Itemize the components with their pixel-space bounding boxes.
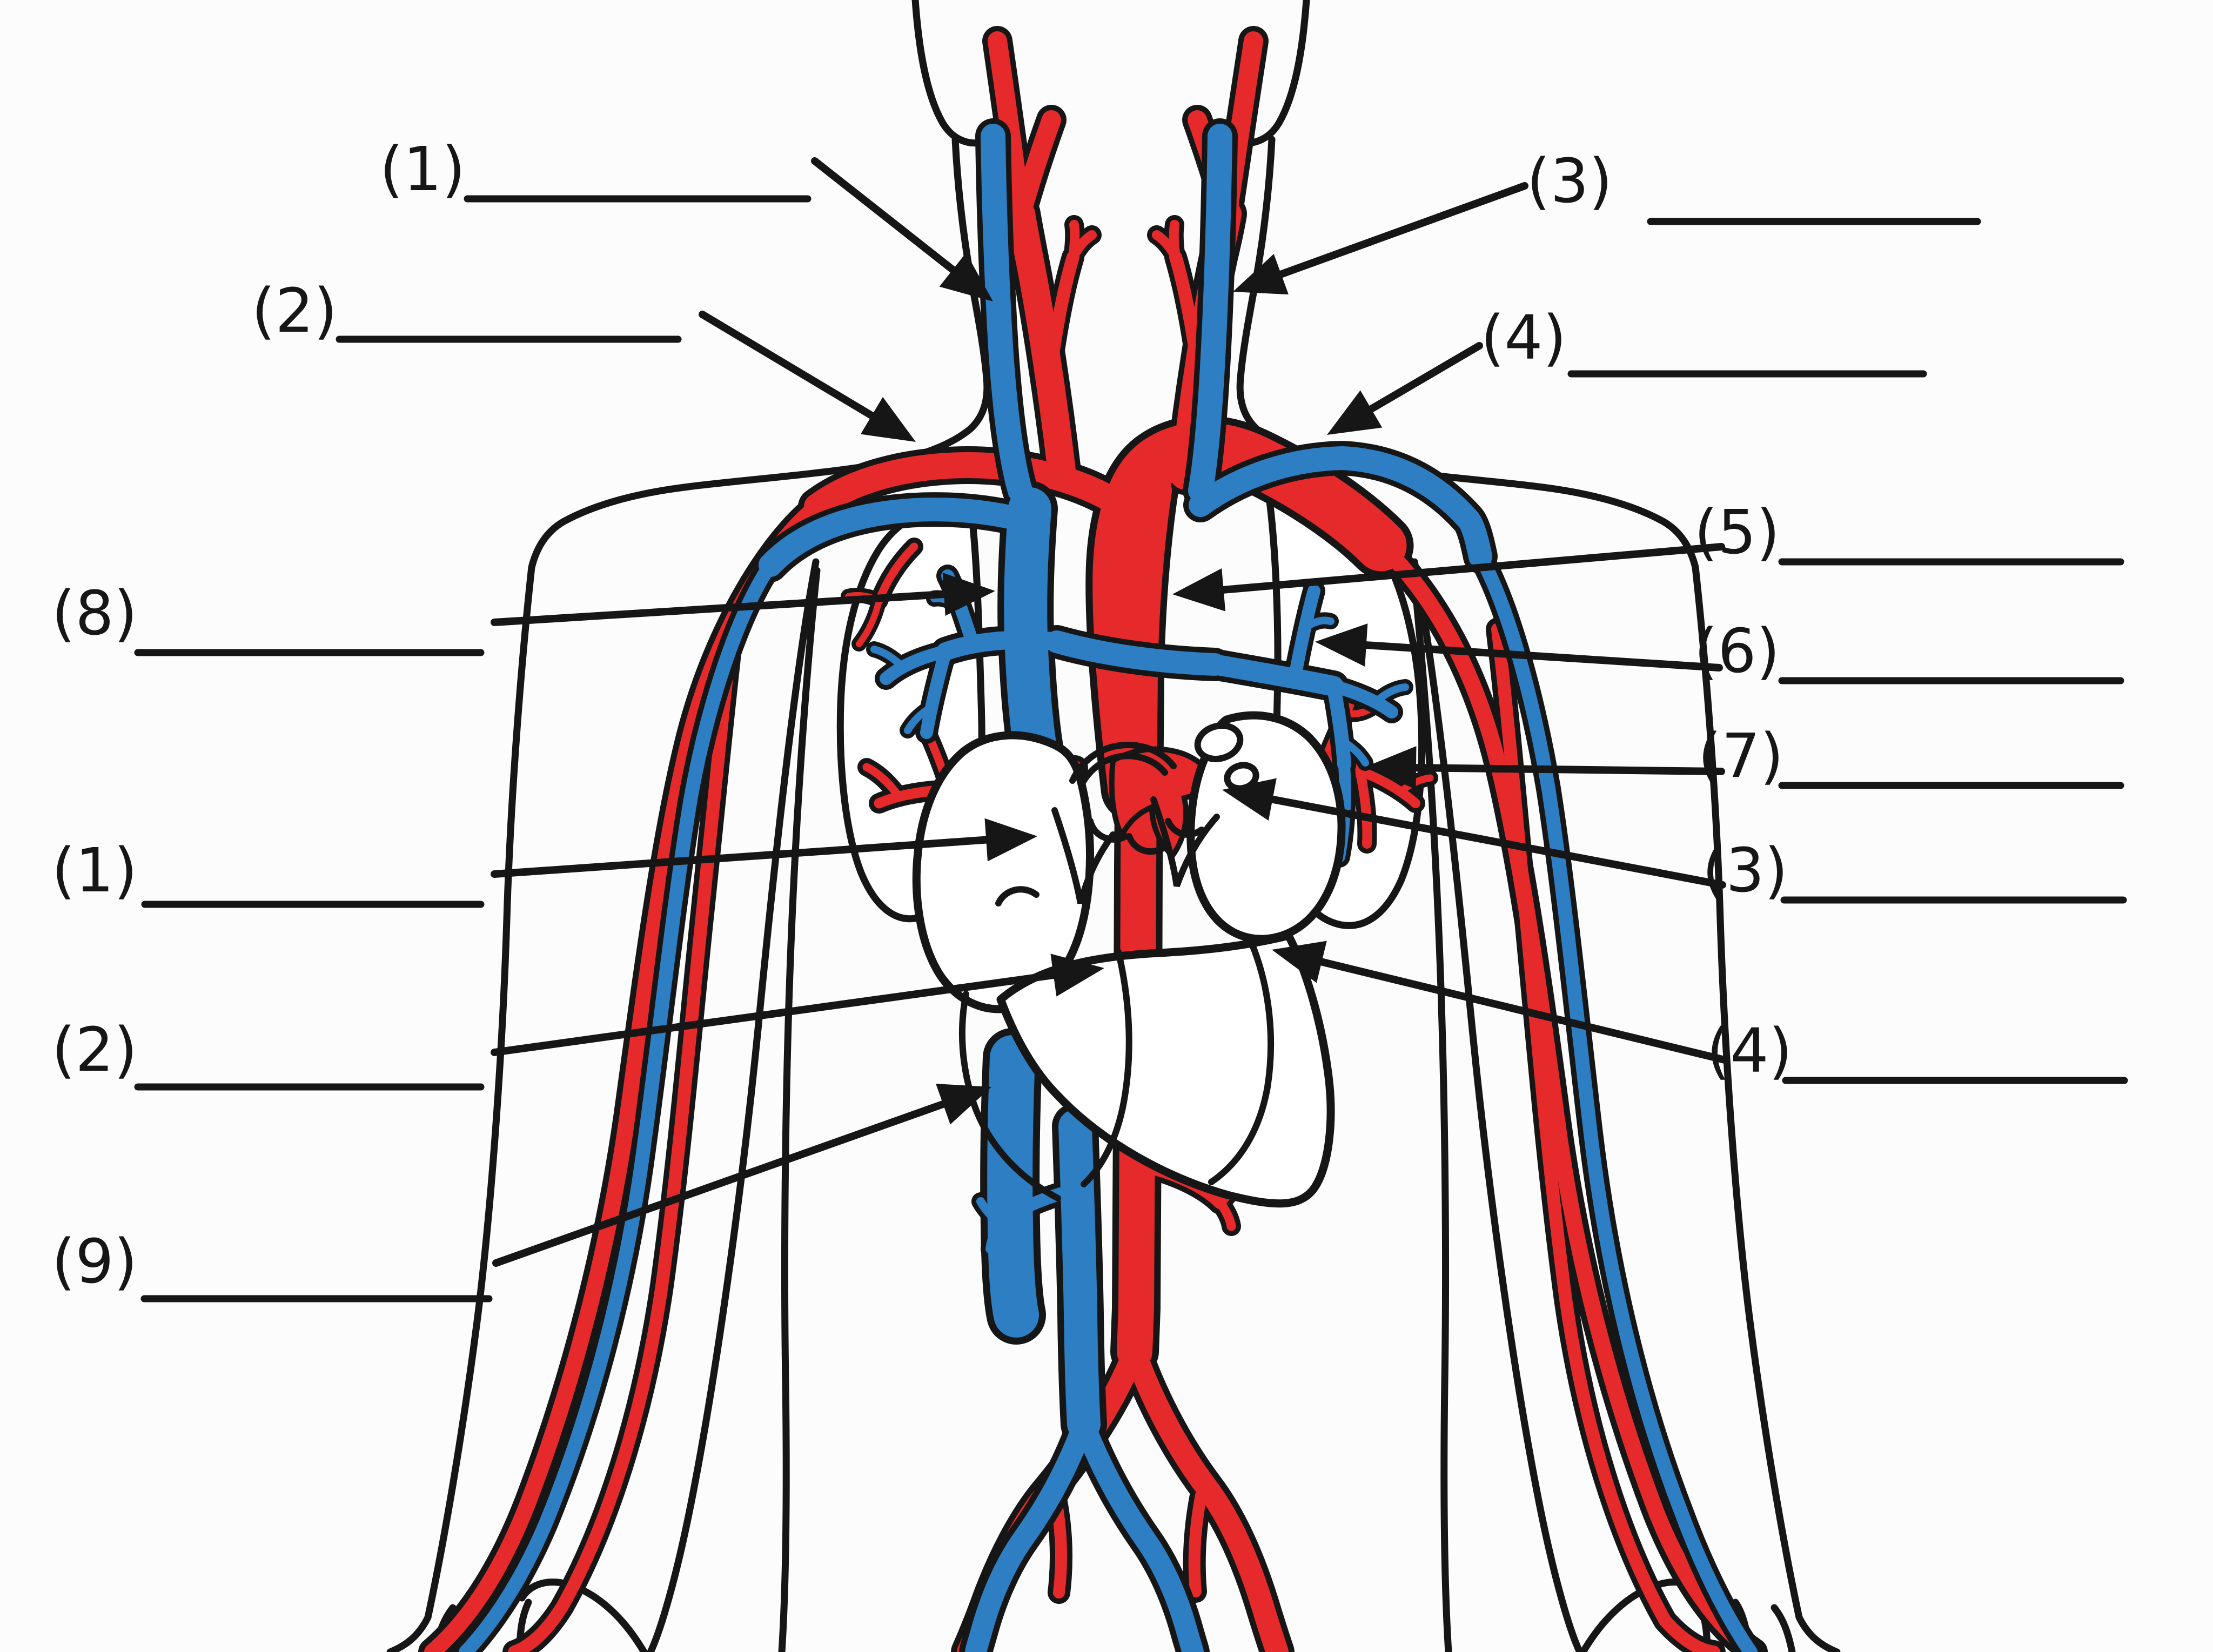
pointer-line — [1352, 342, 1483, 422]
pointer-line — [1260, 182, 1528, 284]
pointer-line — [1394, 763, 1725, 775]
pointer-line — [491, 589, 966, 626]
annotation-4-heart: (4) — [1272, 941, 2128, 1086]
arrowhead-icon — [984, 818, 1037, 862]
annotation-8: (8) — [52, 573, 995, 656]
arrowhead-icon — [1365, 746, 1417, 790]
annotation-3-heart: (3) — [1222, 778, 2127, 906]
annotation-2-top: (2) — [252, 276, 916, 442]
torso-side-left — [778, 567, 821, 1652]
annotation-6: (6) — [1315, 616, 2124, 687]
arrowhead-icon — [1233, 253, 1289, 295]
label-number: (4) — [1707, 1016, 1793, 1086]
annotation-3-top: (3) — [1233, 146, 1981, 295]
arrowhead-icon — [860, 397, 916, 442]
neck-shoulder-arm-right — [1236, 136, 1841, 1652]
arrowhead-icon — [1272, 941, 1327, 983]
label-number: (1) — [380, 135, 466, 205]
annotation-4-top: (4) — [1327, 303, 1927, 435]
pointer-line — [1202, 543, 1725, 595]
label-number: (9) — [52, 1227, 138, 1297]
label-number: (5) — [1694, 498, 1780, 568]
arrowhead-icon — [936, 1084, 991, 1125]
annotation-7: (7) — [1365, 721, 2124, 791]
annotation-1-top: (1) — [380, 135, 993, 301]
veins — [453, 118, 1763, 1652]
inner-arm-right — [1411, 558, 1584, 1652]
pointer-line — [1251, 792, 1726, 889]
pointer-line — [1344, 640, 1723, 671]
pointer-line — [699, 311, 891, 429]
arrowhead-icon — [1172, 568, 1226, 612]
heart-details — [958, 722, 1275, 1201]
label-number: (1) — [52, 836, 138, 906]
arrowhead-icon — [1327, 390, 1383, 435]
arrowhead-icon — [1050, 953, 1104, 997]
annotation-layer: (1) (3) (2) (4) (5) (8) (6) (7) (1) (3) (2) (4) (9) — [52, 135, 2128, 1302]
arrowhead-icon — [942, 573, 995, 616]
label-number: (2) — [252, 276, 338, 346]
annotation-1-heart: (1) — [52, 818, 1037, 908]
pointer-line — [491, 835, 1008, 878]
label-number: (8) — [52, 579, 138, 649]
arrowhead-icon — [939, 252, 993, 301]
label-number: (2) — [52, 1015, 138, 1085]
pointer-line — [1300, 953, 1728, 1064]
arrowhead-icon — [1315, 623, 1368, 667]
label-number: (7) — [1698, 721, 1784, 791]
pointer-line — [811, 157, 971, 285]
label-number: (3) — [1527, 146, 1613, 217]
label-number: (3) — [1702, 836, 1788, 906]
pointer-line — [492, 1094, 964, 1267]
label-number: (6) — [1694, 616, 1780, 687]
annotation-5: (5) — [1172, 498, 2124, 612]
label-number: (4) — [1481, 303, 1567, 373]
annotation-9: (9) — [52, 1084, 991, 1302]
heart — [912, 711, 1346, 1208]
torso-side-right — [1410, 567, 1452, 1652]
pointer-line — [491, 969, 1075, 1056]
arrowhead-icon — [1222, 778, 1277, 821]
annotation-2-heart: (2) — [52, 953, 1104, 1091]
